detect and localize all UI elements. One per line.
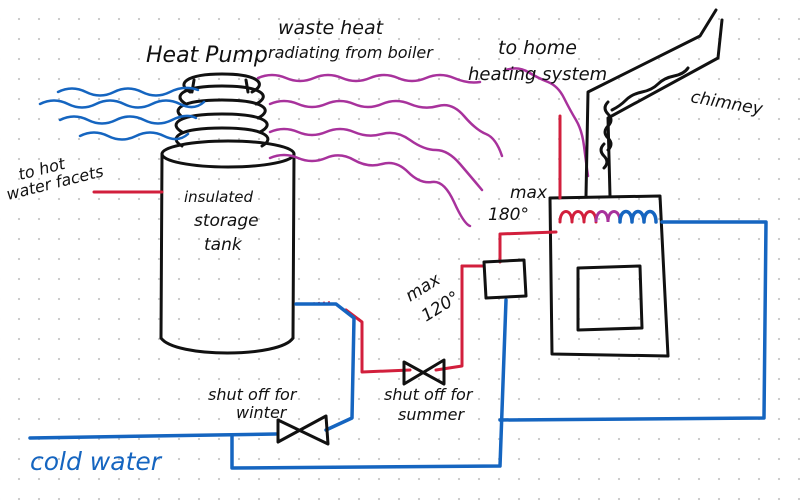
waste-heat-label-2: radiating from boiler: [268, 43, 434, 62]
cold-water-pipes: [28, 220, 768, 470]
shutoff-valve-winter: [276, 414, 330, 446]
shutoff-winter-label-1: shut off for: [208, 385, 298, 404]
heat-pump-label: Heat Pump: [146, 43, 268, 68]
shutoff-summer-label-1: shut off for: [384, 385, 474, 404]
mixing-valve: [482, 258, 528, 300]
heat-pump-coils: [174, 72, 270, 148]
shutoff-summer-label-2: summer: [398, 405, 465, 424]
to-home-label-1: to home: [498, 37, 577, 59]
tank-label-3: tank: [204, 235, 243, 255]
boiler-hot-pipe: [498, 230, 558, 264]
cold-water-label: cold water: [30, 447, 163, 476]
shutoff-valve-summer: [402, 358, 446, 386]
storage-tank: [159, 139, 296, 355]
waste-heat-waves: [256, 67, 590, 228]
max-boiler-label-1: max: [510, 183, 548, 203]
shutoff-winter-label-2: winter: [236, 403, 288, 422]
max-boiler-label-2: 180°: [488, 205, 529, 225]
tank-label-2: storage: [194, 211, 259, 231]
air-intake-waves: [38, 86, 206, 141]
hot-water-pipes: [92, 114, 562, 374]
tank-label-1: insulated: [184, 188, 253, 206]
to-home-label-2: heating system: [468, 64, 607, 85]
boiler-coils: [558, 209, 658, 224]
chimney: [584, 8, 724, 198]
boiler: [548, 194, 670, 358]
chimney-label: chimney: [689, 87, 765, 119]
waste-heat-label-1: waste heat: [278, 17, 385, 39]
